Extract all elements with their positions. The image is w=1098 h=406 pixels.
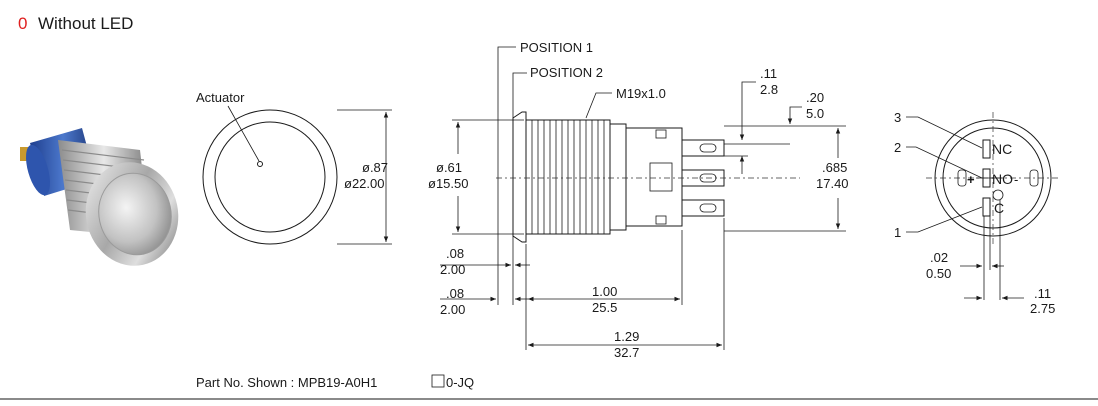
bezel1-mm: 2.00 bbox=[440, 262, 465, 277]
callout-1: 1 bbox=[894, 225, 901, 240]
bezel2-in: .08 bbox=[446, 286, 464, 301]
term-len-mm: 5.0 bbox=[806, 106, 824, 121]
position1-label: POSITION 1 bbox=[520, 40, 593, 55]
bezel1-in: .08 bbox=[446, 246, 464, 261]
side-view bbox=[440, 46, 846, 350]
body-dia-in: ø.61 bbox=[436, 160, 462, 175]
callout-3: 3 bbox=[894, 110, 901, 125]
empty-square-icon bbox=[431, 374, 445, 388]
header-title: Without LED bbox=[38, 14, 133, 33]
body-dia-mm: ø15.50 bbox=[428, 176, 468, 191]
terminal-nc: NC bbox=[992, 141, 1012, 157]
body-len-in: 1.00 bbox=[592, 284, 617, 299]
bezel2-mm: 2.00 bbox=[440, 302, 465, 317]
terminal-c: C bbox=[994, 200, 1004, 216]
term-span-in: .685 bbox=[822, 160, 847, 175]
switch-photo-icon bbox=[20, 128, 179, 266]
terminal-plus: + bbox=[967, 172, 975, 187]
position2-label: POSITION 2 bbox=[530, 65, 603, 80]
pin-pitch-mm: 2.75 bbox=[1030, 301, 1055, 316]
terminal-minus: - bbox=[1014, 172, 1018, 187]
actuator-label: Actuator bbox=[196, 90, 245, 105]
part-no-label: Part No. Shown : MPB19-A0H1 bbox=[196, 375, 377, 390]
total-len-mm: 32.7 bbox=[614, 345, 639, 360]
terminal-no: NO bbox=[992, 171, 1013, 187]
front-dia-in: ø.87 bbox=[362, 160, 388, 175]
bottom-rule bbox=[0, 398, 1098, 400]
pin-w-mm: 0.50 bbox=[926, 266, 951, 281]
total-len-in: 1.29 bbox=[614, 329, 639, 344]
term-len-in: .20 bbox=[806, 90, 824, 105]
body-len-mm: 25.5 bbox=[592, 300, 617, 315]
callout-2: 2 bbox=[894, 140, 901, 155]
front-view bbox=[202, 105, 392, 245]
header-code: 0 bbox=[18, 14, 27, 33]
rear-view bbox=[906, 112, 1060, 301]
pin-pitch-in: .11 bbox=[1034, 286, 1051, 301]
front-dia-mm: ø22.00 bbox=[344, 176, 384, 191]
term-gap-in: .11 bbox=[760, 66, 777, 81]
term-gap-mm: 2.8 bbox=[760, 82, 778, 97]
term-span-mm: 17.40 bbox=[816, 176, 849, 191]
part-no-suffix: 0-JQ bbox=[446, 375, 474, 390]
thread-label: M19x1.0 bbox=[616, 86, 666, 101]
pin-w-in: .02 bbox=[930, 250, 948, 265]
